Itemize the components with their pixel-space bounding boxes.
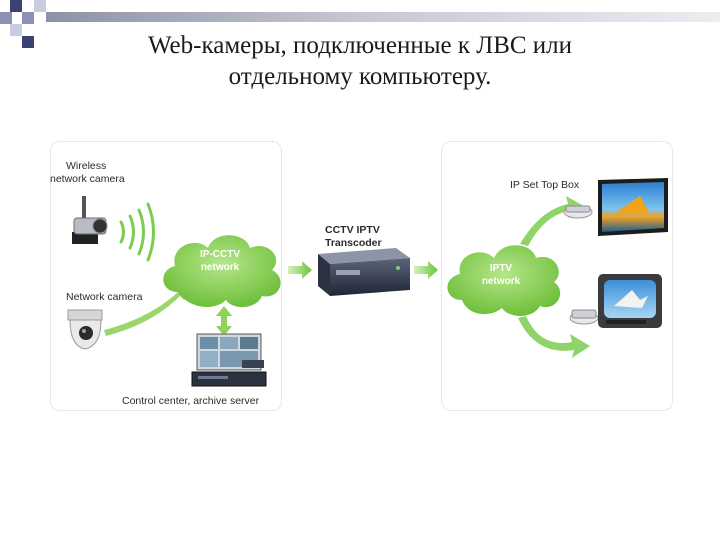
ipcctv-cloud-label-1: IP-CCTV [196, 249, 244, 261]
control-center-label: Control center, archive server [122, 395, 259, 407]
network-camera-label: Network camera [66, 291, 142, 303]
iptv-cloud-label-1: IPTV [476, 263, 526, 275]
ipcctv-cloud-label-2: network [196, 262, 244, 274]
set-top-box-label: IP Set Top Box [510, 179, 579, 191]
iptv-cloud-label-2: network [476, 276, 526, 288]
transcoder-label-2: Transcoder [325, 237, 382, 249]
transcoder-label-1: CCTV IPTV [325, 224, 380, 236]
set-top-box-icon [570, 310, 598, 324]
network-camera-icon [68, 310, 102, 349]
control-center-icon [192, 334, 266, 386]
transcoder-to-cloud-arrow [414, 261, 438, 279]
wireless-signal-icon [121, 204, 154, 260]
cloud-to-transcoder-arrow [288, 261, 312, 279]
transcoder-icon [318, 248, 410, 296]
cloud-to-settop-arrow [520, 196, 584, 246]
set-top-box-icon [564, 206, 592, 218]
wireless-camera-label-2: network camera [50, 173, 125, 185]
wireless-camera-label-1: Wireless [66, 160, 106, 172]
wireless-camera-icon [72, 196, 107, 244]
crt-tv-icon [598, 274, 662, 328]
cloud-server-arrow [216, 306, 232, 336]
flat-tv-icon [598, 178, 668, 236]
